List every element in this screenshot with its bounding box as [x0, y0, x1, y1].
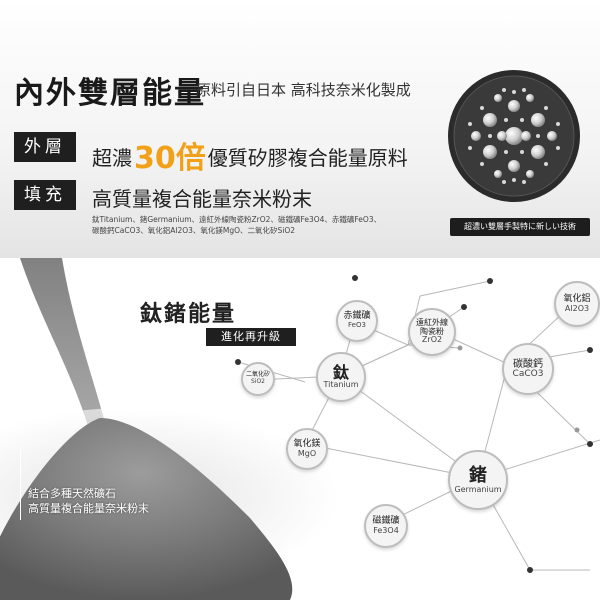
energy-subtitle: 進化再升級	[206, 328, 296, 346]
particle	[521, 131, 531, 141]
particle-small	[556, 146, 560, 150]
outer-layer-text: 超濃30倍優質矽膠複合能量原料	[92, 133, 408, 177]
sand-and-network	[0, 258, 600, 600]
node-germanium-zh: 鍺	[469, 464, 487, 486]
page-subtitle: 原料引自日本 高科技奈米化製成	[196, 81, 411, 99]
node-hematite: 赤鐵礦 FeO3	[336, 300, 378, 342]
mineral-list-line-2: 碳酸鈣CaCO3、氧化鋁Al2O3、氧化鎂MgO、二氧化矽SiO2	[92, 226, 296, 235]
particle-small	[512, 178, 516, 182]
particle-small	[520, 150, 524, 154]
filling-tag: 填充	[14, 180, 76, 210]
particle	[497, 131, 507, 141]
node-titanium-zh: 鈦	[332, 362, 349, 382]
powder-stream	[20, 258, 106, 426]
particle	[508, 160, 520, 172]
node-zro2-en: ZrO2	[421, 335, 443, 345]
node-hematite-zh: 赤鐵礦	[343, 311, 371, 322]
node-sio2-zh: 二氧化矽	[245, 371, 270, 379]
node-titanium-en: Titanium	[323, 380, 359, 390]
particle-small	[468, 146, 472, 150]
mineral-list-line-1: 鈦Titanium、鍺Germanium、遠紅外線陶瓷粉ZrO2、磁鐵礦Fe3O…	[92, 215, 382, 224]
particle-small	[468, 122, 472, 126]
node-magnetite-zh: 磁鐵礦	[372, 515, 400, 526]
particle-small	[488, 134, 492, 138]
particle-small	[504, 118, 508, 122]
particle	[526, 94, 534, 102]
network-dots-light	[457, 345, 580, 433]
outer-text-before: 超濃	[92, 146, 132, 170]
node-mgo-en: MgO	[297, 448, 317, 458]
particle-small	[536, 134, 540, 138]
node-sio2: 二氧化矽 SiO2	[241, 362, 275, 396]
particle	[483, 145, 497, 159]
particle-small	[504, 150, 508, 154]
particle-small	[480, 106, 484, 110]
node-germanium-en: Germanium	[454, 484, 502, 494]
particle-small	[520, 118, 524, 122]
node-magnetite-en: Fe3O4	[373, 525, 399, 535]
node-caco3-zh: 碳酸鈣	[513, 358, 543, 370]
side-note-bracket	[20, 450, 31, 520]
energy-title: 鈦鍺能量	[140, 302, 237, 327]
particle-small	[522, 88, 526, 92]
particle	[547, 131, 557, 141]
node-caco3: 碳酸鈣 CaCO3	[502, 343, 554, 395]
node-zro2-zh: 遠紅外線 陶瓷粉	[416, 317, 448, 336]
particle	[531, 145, 545, 159]
particle	[505, 127, 523, 145]
node-sio2-en: SiO2	[250, 378, 265, 385]
node-al2o3: 氧化鋁 Al2O3	[554, 281, 600, 327]
particle-small	[512, 90, 516, 94]
powder-pile	[0, 418, 293, 600]
particle	[483, 113, 497, 127]
outer-highlight: 30倍	[134, 141, 206, 176]
particle-small	[556, 122, 560, 126]
circle-caption: 超濃い雙層手製特に新しい技術	[450, 218, 590, 236]
side-note-line-2: 高質量複合能量奈米粉末	[28, 502, 149, 515]
cross-section-svg	[448, 70, 580, 202]
node-titanium: 鈦 Titanium	[316, 352, 366, 402]
cross-section-illustration	[446, 68, 582, 204]
particle	[531, 113, 545, 127]
particle	[494, 170, 502, 178]
outer-layer-tag: 外層	[14, 132, 76, 162]
filling-text: 高質量複合能量奈米粉末	[92, 187, 312, 211]
side-note: 結合多種天然礦石 高質量複合能量奈米粉末	[28, 486, 149, 516]
node-mgo-zh: 氧化鎂	[293, 438, 321, 449]
node-zro2: 遠紅外線 陶瓷粉 ZrO2	[408, 308, 456, 356]
bottom-section	[0, 258, 600, 600]
particle-small	[544, 106, 548, 110]
node-germanium: 鍺 Germanium	[448, 450, 508, 510]
node-caco3-en: CaCO3	[512, 368, 544, 379]
particle-small	[502, 88, 506, 92]
outer-text-after: 優質矽膠複合能量原料	[207, 146, 408, 170]
particle-small	[522, 180, 526, 184]
particle	[508, 100, 520, 112]
network-dots	[235, 275, 593, 573]
node-mgo: 氧化鎂 MgO	[286, 428, 328, 470]
particle-group	[468, 88, 560, 184]
particle	[526, 170, 534, 178]
node-al2o3-en: Al2O3	[564, 303, 590, 313]
page-title: 內外雙層能量	[14, 76, 206, 111]
node-magnetite: 磁鐵礦 Fe3O4	[364, 504, 408, 548]
side-note-line-1: 結合多種天然礦石	[28, 487, 116, 500]
particle-small	[502, 180, 506, 184]
particle	[494, 94, 502, 102]
particle	[471, 131, 481, 141]
particle-small	[480, 162, 484, 166]
node-al2o3-zh: 氧化鋁	[563, 293, 591, 304]
particle-small	[544, 162, 548, 166]
node-hematite-en: FeO3	[348, 321, 366, 330]
